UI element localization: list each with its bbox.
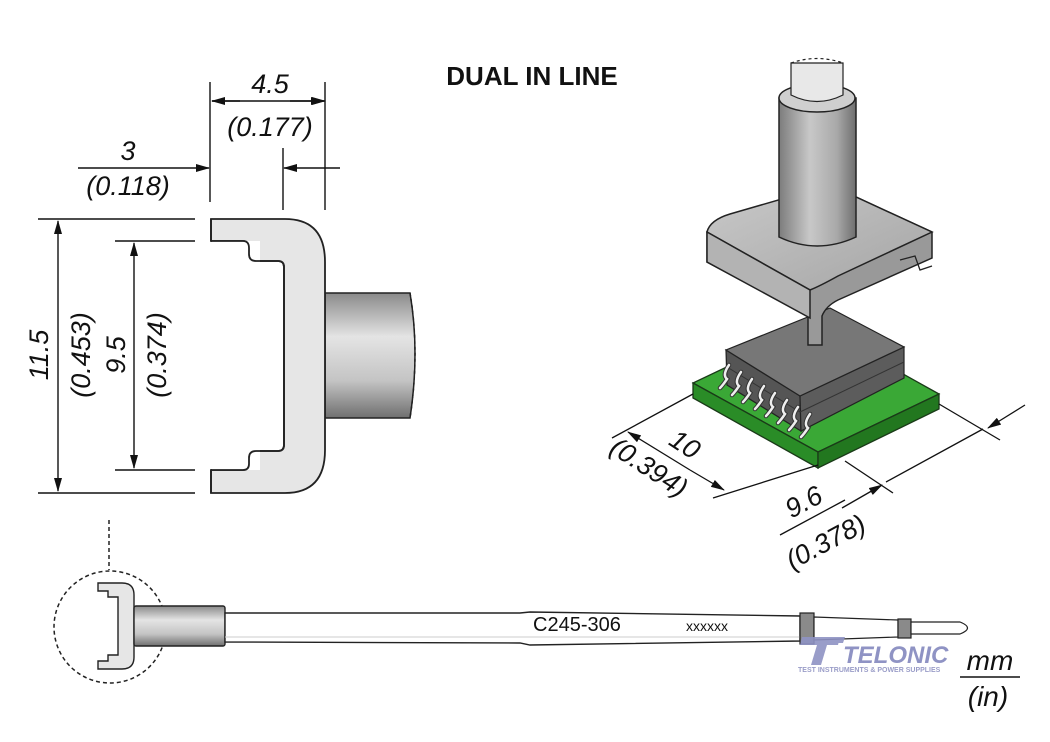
full-tip-view [53, 520, 969, 684]
tip-part-number: C245-306 [533, 614, 621, 636]
dim-package-length-mm: 10 [664, 424, 706, 466]
watermark-brand: TELONIC [843, 642, 949, 669]
isometric-view [691, 57, 941, 470]
dim-offset-in: (0.118) [86, 171, 170, 201]
unit-secondary: (in) [968, 681, 1008, 712]
dim-top-width-mm: 4.5 [251, 69, 290, 99]
tip-serial: xxxxxx [686, 618, 728, 634]
dim-top-width-in: (0.177) [227, 112, 313, 142]
dim-outer-height-mm: 11.5 [24, 329, 54, 381]
shaft-stub [324, 292, 416, 419]
unit-primary: mm [967, 645, 1014, 676]
dim-offset-mm: 3 [120, 136, 135, 166]
telonic-logo [800, 637, 845, 665]
diagram-title: DUAL IN LINE [446, 61, 617, 91]
tip-profile-view [210, 218, 416, 494]
clamp-tip [706, 57, 934, 346]
dimension-lines-right [611, 393, 1026, 509]
dim-outer-height-in: (0.453) [66, 312, 96, 398]
dim-package-width-mm: 9.6 [780, 480, 828, 525]
watermark-tagline: TEST INSTRUMENTS & POWER SUPPLIES [798, 667, 941, 674]
dim-inner-height-mm: 9.5 [101, 335, 131, 374]
dimension-lines-left [38, 82, 340, 494]
dim-inner-height-in: (0.374) [142, 312, 172, 398]
telonic-logo-icon [800, 637, 840, 665]
